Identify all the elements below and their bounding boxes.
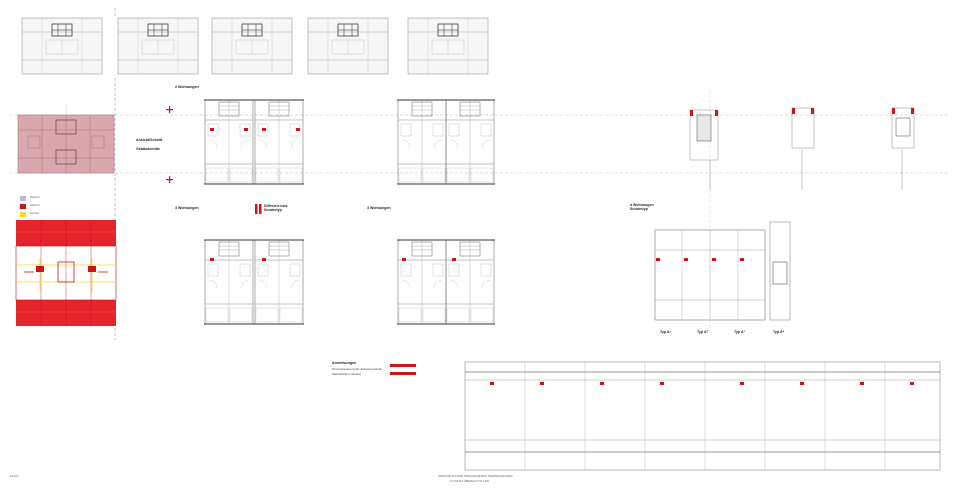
plus-icon: + [165, 103, 175, 116]
notes-line-2: Wandstärken variabel [332, 372, 361, 376]
footer-note: VARIANTE MIT ZWEI INNENLIEGENDEN TREPPEN… [438, 475, 513, 478]
plan-long-bottom [464, 361, 941, 471]
label-differenz: Differenz bzw. Sondertyp [264, 204, 289, 212]
footer-note-2: PLANSATZ ÜBERSICHT M 1:200 [450, 480, 489, 483]
notes-line-1: Dimensionierung der Zwischenwände [332, 367, 383, 371]
legend-label-1: Bestand [30, 196, 40, 199]
legend-label-3: Neubau [30, 212, 40, 215]
corner-text: Entwurf [10, 475, 19, 478]
legend-label-2: Abbruch [30, 204, 40, 207]
plan-group-right-cores [689, 107, 915, 190]
type-label-a4: Typ A⁴ [773, 330, 785, 334]
top-plan-row [21, 16, 489, 76]
type-label-a3: Typ A³ [734, 330, 745, 334]
plan-pink-overlay [17, 104, 115, 174]
plan-group-2-units [203, 99, 305, 185]
plan-red-colored [15, 220, 117, 326]
plan-group-4-units [654, 221, 791, 321]
notes-title: Anmerkungen [332, 361, 357, 365]
label-gebaeudemitte: Gebäudemitte [136, 147, 160, 151]
section-title-2-units: 2 Wohnungen [175, 85, 199, 89]
red-symbol-bars [255, 204, 416, 375]
section-title-3-units-b: 3 Wohnungen [367, 206, 391, 210]
color-legend [20, 196, 26, 217]
plus-icon: + [165, 173, 175, 186]
plan-group-3-units-a [203, 239, 305, 325]
plan-group-center [396, 99, 496, 185]
plan-group-3-units-b [396, 239, 496, 325]
type-label-a1: Typ A¹ [660, 330, 671, 334]
type-label-a2: Typ A² [697, 330, 708, 334]
section-title-3-units: 3 Wohnungen [175, 206, 199, 210]
section-title-4-units: 4 Wohnungen Sondertyp [630, 203, 654, 211]
label-ansicht-schnitt: Ansicht/Schnitt [136, 138, 163, 142]
